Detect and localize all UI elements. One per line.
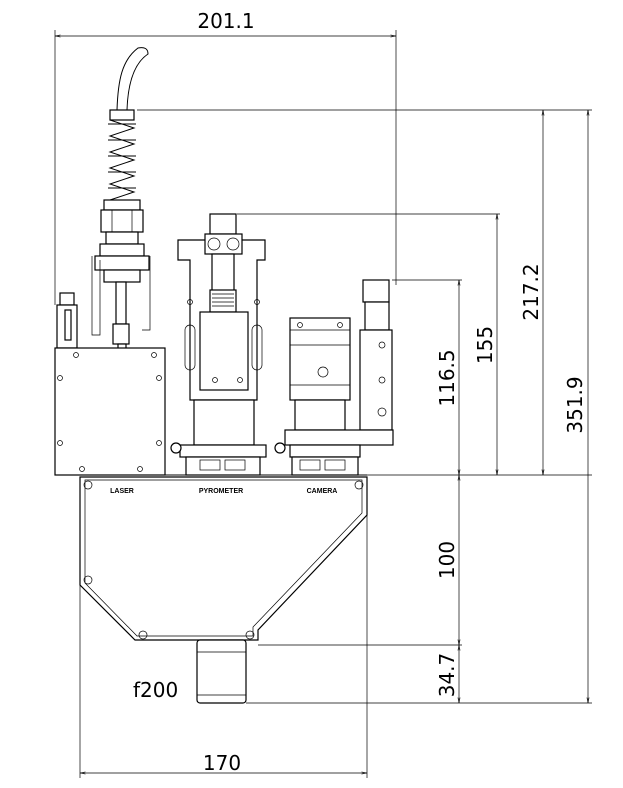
dim-height-camera: 116.5 — [435, 349, 459, 406]
dim-housing-height: 100 — [435, 541, 459, 579]
laser-module — [54, 292, 166, 476]
laser-label: LASER — [110, 488, 134, 495]
camera-module — [274, 279, 394, 476]
pyrometer-label: PYROMETER — [199, 488, 243, 495]
extension-lines — [54, 30, 592, 778]
dim-lens-height: 34.7 — [435, 653, 459, 698]
dim-housing-width: 170 — [203, 751, 241, 775]
camera-label: CAMERA — [307, 488, 338, 495]
laser-cable — [91, 47, 151, 350]
dim-height-pyrometer: 155 — [473, 326, 497, 364]
dim-height-cable: 217.2 — [519, 263, 543, 320]
pyrometer-module — [170, 213, 267, 476]
dim-overall-width: 201.1 — [197, 9, 254, 33]
focusing-lens — [196, 639, 247, 704]
dim-total-height: 351.9 — [563, 376, 587, 433]
dimension-lines — [55, 36, 588, 773]
focal-length-label: f200 — [133, 678, 178, 702]
beam-combiner-housing: LASER PYROMETER CAMERA — [79, 476, 368, 641]
